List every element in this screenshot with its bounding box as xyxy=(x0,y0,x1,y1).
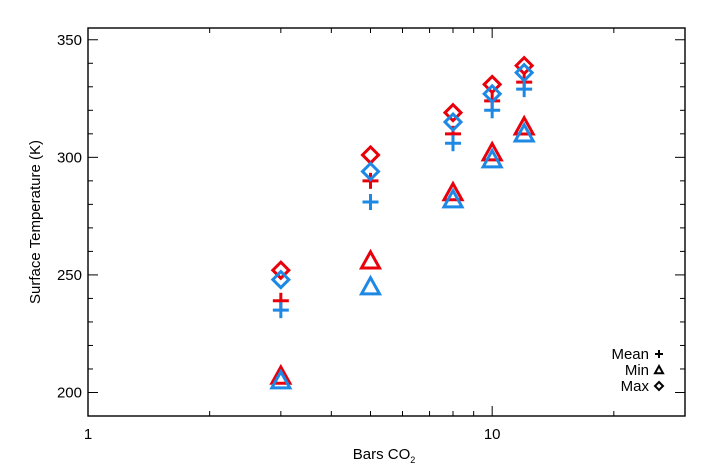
legend-symbol-plus xyxy=(655,350,663,358)
min-marker xyxy=(269,363,293,385)
data-marks xyxy=(269,55,536,390)
max-marker xyxy=(270,269,291,290)
min-marker xyxy=(653,363,665,375)
x-axis-label-subscript: 2 xyxy=(410,455,415,465)
max-marker xyxy=(482,83,503,104)
min-marker xyxy=(480,147,504,169)
max-marker xyxy=(442,102,464,123)
y-tick-label: 300 xyxy=(57,149,82,166)
max-marker xyxy=(360,144,381,166)
x-tick-label: 1 xyxy=(84,426,92,443)
series-1 xyxy=(269,62,536,390)
min-marker xyxy=(512,114,536,136)
axis-ticks xyxy=(87,28,686,416)
max-marker xyxy=(514,55,535,76)
legend-label: Max xyxy=(621,378,650,395)
min-marker xyxy=(358,274,383,296)
plot-frame xyxy=(87,27,686,417)
max-marker xyxy=(442,111,464,133)
y-axis-label: Surface Temperature (K) xyxy=(27,140,44,304)
legend-symbol-triangle xyxy=(653,363,665,375)
min-marker xyxy=(358,248,383,270)
max-marker xyxy=(653,380,665,392)
max-marker xyxy=(360,161,381,182)
min-marker xyxy=(441,180,465,202)
series-0 xyxy=(269,55,536,385)
legend-label: Min xyxy=(625,362,649,379)
min-marker xyxy=(441,187,465,209)
min-marker xyxy=(512,121,536,143)
max-marker xyxy=(514,62,535,83)
min-marker xyxy=(269,368,293,390)
legend-symbol-diamond xyxy=(653,380,665,392)
max-marker xyxy=(482,74,503,95)
tick-labels: 200 250 300 350 1 10 xyxy=(57,32,501,443)
y-tick-label: 200 xyxy=(57,384,82,401)
y-tick-label: 350 xyxy=(57,32,82,49)
legend-label: Mean xyxy=(611,346,649,363)
x-axis-label-text: Bars CO xyxy=(353,446,411,463)
max-marker xyxy=(270,260,291,281)
y-tick-label: 250 xyxy=(57,267,82,284)
x-axis-label: Bars CO2 xyxy=(353,446,416,465)
min-marker xyxy=(480,140,504,162)
x-tick-label: 10 xyxy=(484,426,501,443)
